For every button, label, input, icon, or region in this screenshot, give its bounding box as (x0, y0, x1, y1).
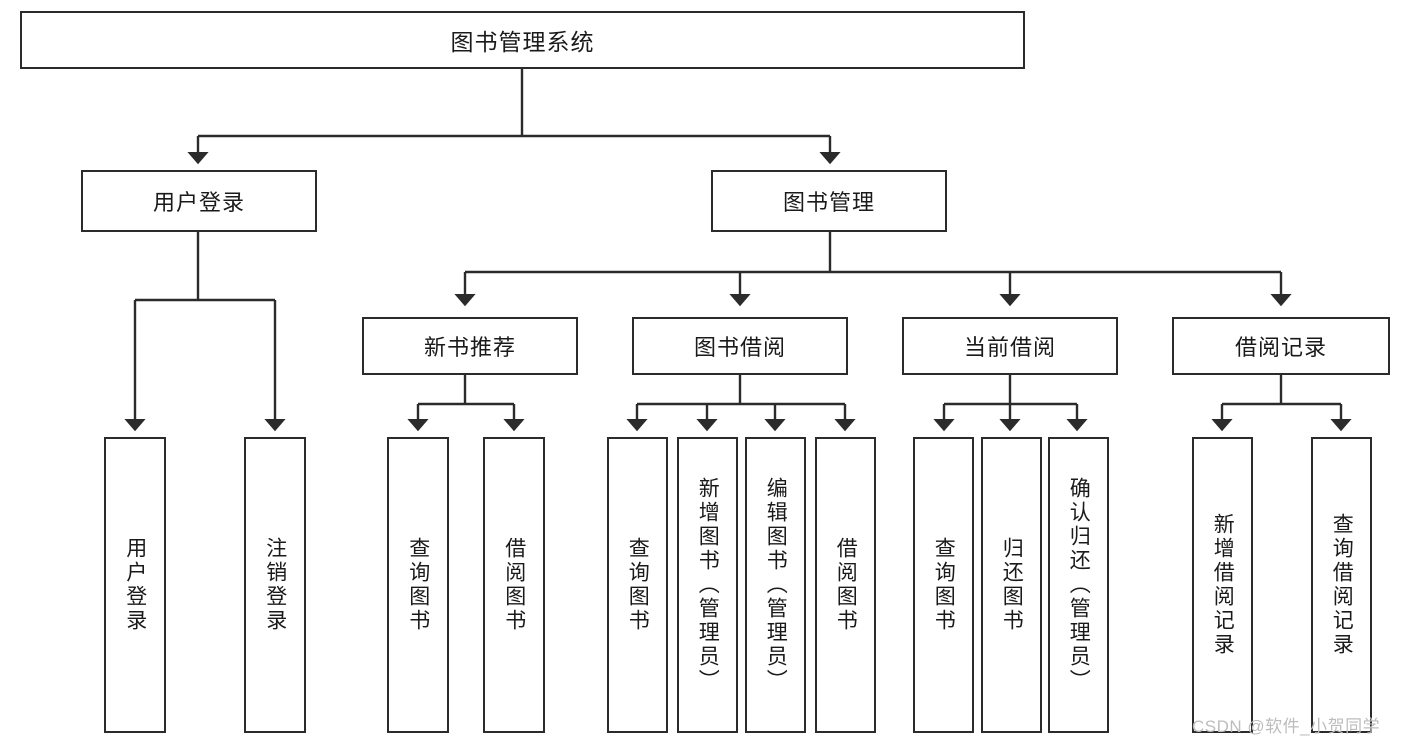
node-label: 编辑图书（管理员） (764, 477, 788, 693)
leaf-current-borrow-query[interactable]: 查询图书 (913, 437, 974, 733)
node-label: 查询图书 (626, 537, 650, 633)
node-label: 查询图书 (406, 537, 430, 633)
leaf-book-borrow-borrow[interactable]: 借阅图书 (815, 437, 876, 733)
csdn-watermark: CSDN @软件_小贺同学 (1192, 717, 1381, 736)
node-label: 查询图书 (932, 537, 956, 633)
leaf-new-book-query[interactable]: 查询图书 (387, 437, 449, 733)
node-label: 注销登录 (263, 537, 287, 633)
node-current-borrow[interactable]: 当前借阅 (902, 317, 1118, 375)
node-book-borrow[interactable]: 图书借阅 (632, 317, 848, 375)
node-label: 查询借阅记录 (1330, 513, 1354, 657)
node-label: 借阅图书 (834, 537, 858, 633)
node-label: 新增图书（管理员） (696, 477, 720, 693)
node-user-login[interactable]: 用户登录 (81, 170, 317, 232)
node-root-system[interactable]: 图书管理系统 (20, 11, 1025, 69)
node-label: 图书管理 (782, 190, 875, 215)
node-label: 图书管理系统 (450, 29, 595, 55)
leaf-new-book-borrow[interactable]: 借阅图书 (483, 437, 545, 733)
node-label: 借阅图书 (502, 537, 526, 633)
node-label: 新书推荐 (423, 335, 516, 360)
leaf-borrow-record-add[interactable]: 新增借阅记录 (1192, 437, 1253, 733)
leaf-book-borrow-add[interactable]: 新增图书（管理员） (677, 437, 738, 733)
leaf-user-login-login[interactable]: 用户登录 (104, 437, 166, 733)
node-label: 用户登录 (152, 190, 245, 215)
node-new-book-recommend[interactable]: 新书推荐 (362, 317, 578, 375)
node-label: 图书借阅 (693, 335, 786, 360)
leaf-user-login-logout[interactable]: 注销登录 (244, 437, 306, 733)
node-book-management[interactable]: 图书管理 (711, 170, 947, 232)
node-label: 确认归还（管理员） (1067, 477, 1091, 693)
leaf-current-borrow-confirm-return[interactable]: 确认归还（管理员） (1048, 437, 1109, 733)
node-label: 归还图书 (1000, 537, 1024, 633)
node-label: 新增借阅记录 (1211, 513, 1235, 657)
leaf-borrow-record-query[interactable]: 查询借阅记录 (1311, 437, 1372, 733)
node-label: 用户登录 (123, 537, 147, 633)
leaf-current-borrow-return[interactable]: 归还图书 (981, 437, 1042, 733)
leaf-book-borrow-query[interactable]: 查询图书 (607, 437, 668, 733)
node-label: 借阅记录 (1234, 335, 1327, 360)
node-borrow-record[interactable]: 借阅记录 (1172, 317, 1390, 375)
node-label: 当前借阅 (963, 335, 1056, 360)
leaf-book-borrow-edit[interactable]: 编辑图书（管理员） (745, 437, 806, 733)
